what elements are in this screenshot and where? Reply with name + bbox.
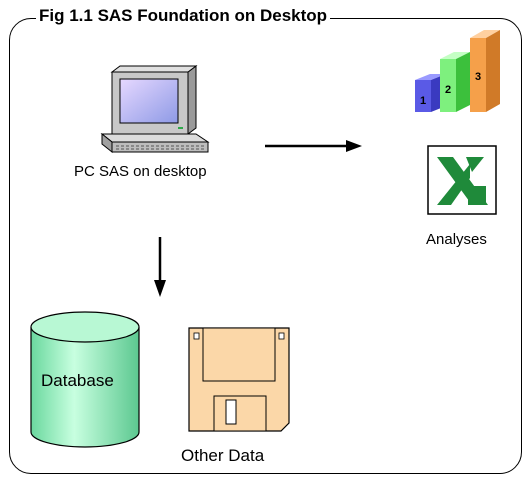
other-data-label: Other Data <box>181 446 265 465</box>
excel-icon <box>427 145 497 215</box>
desktop-computer-icon <box>100 65 210 154</box>
database-label: Database <box>41 371 114 390</box>
arrow-to-data <box>154 237 166 297</box>
analyses-label: Analyses <box>426 231 487 248</box>
pc-label: PC SAS on desktop <box>74 163 207 180</box>
bar-label-2: 2 <box>445 84 451 96</box>
arrow-to-analyses <box>265 140 362 152</box>
floppy-disk-icon <box>188 327 290 432</box>
bar-label-1: 1 <box>420 95 426 107</box>
bar-chart-3d-icon: 1 2 3 <box>415 30 500 112</box>
diagram-title: Fig 1.1 SAS Foundation on Desktop <box>36 6 331 26</box>
database-cylinder-icon <box>30 311 140 448</box>
bar-label-3: 3 <box>475 71 481 83</box>
